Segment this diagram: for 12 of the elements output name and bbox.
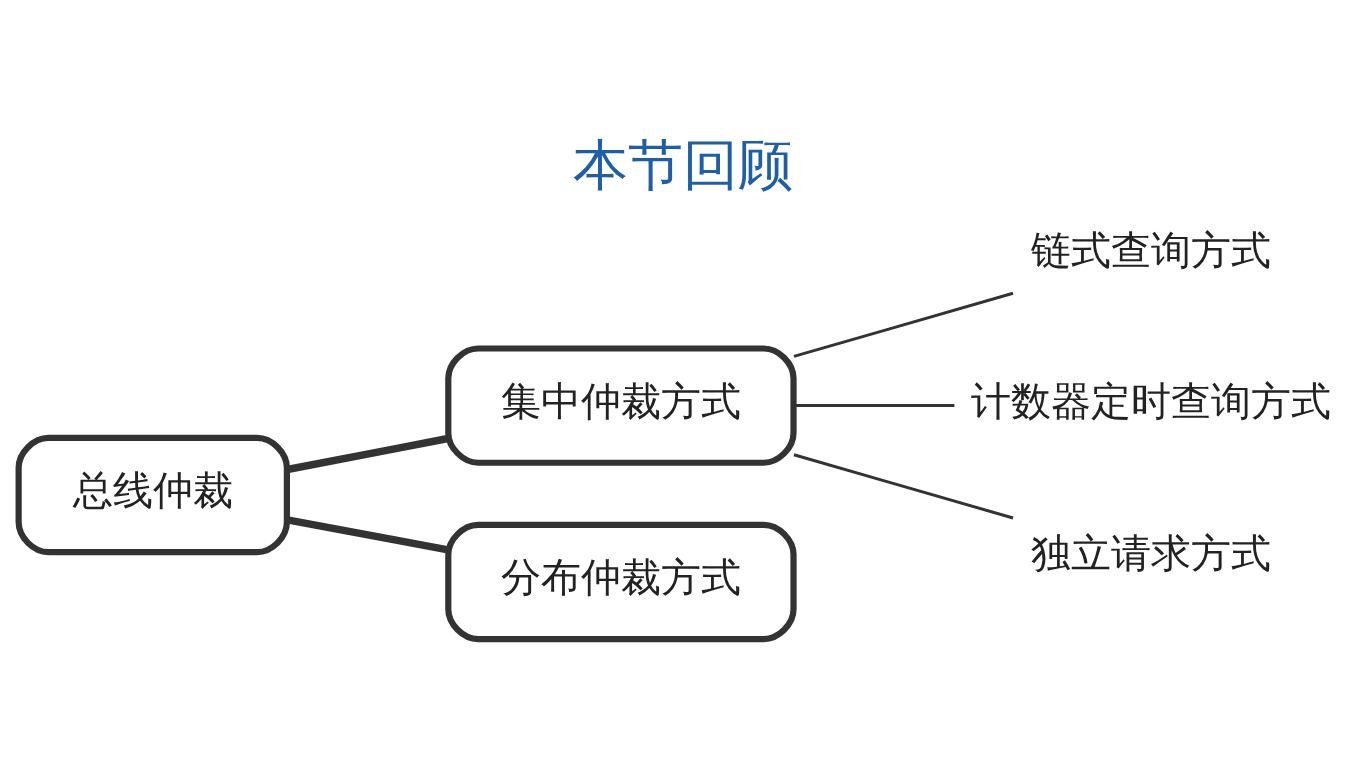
diagram-title: 本节回顾 [573, 132, 793, 197]
connector [286, 515, 449, 554]
node-text: 独立请求方式 [1031, 529, 1272, 576]
connector [793, 452, 1014, 519]
connector [286, 434, 449, 473]
node-box: 总线仲裁 [15, 434, 290, 555]
connector [793, 403, 955, 407]
node-text: 链式查询方式 [1031, 226, 1272, 273]
node-box: 分布仲裁方式 [445, 521, 797, 642]
node-text: 计数器定时查询方式 [971, 377, 1332, 424]
node-box: 集中仲裁方式 [445, 344, 797, 466]
connector [793, 291, 1014, 358]
